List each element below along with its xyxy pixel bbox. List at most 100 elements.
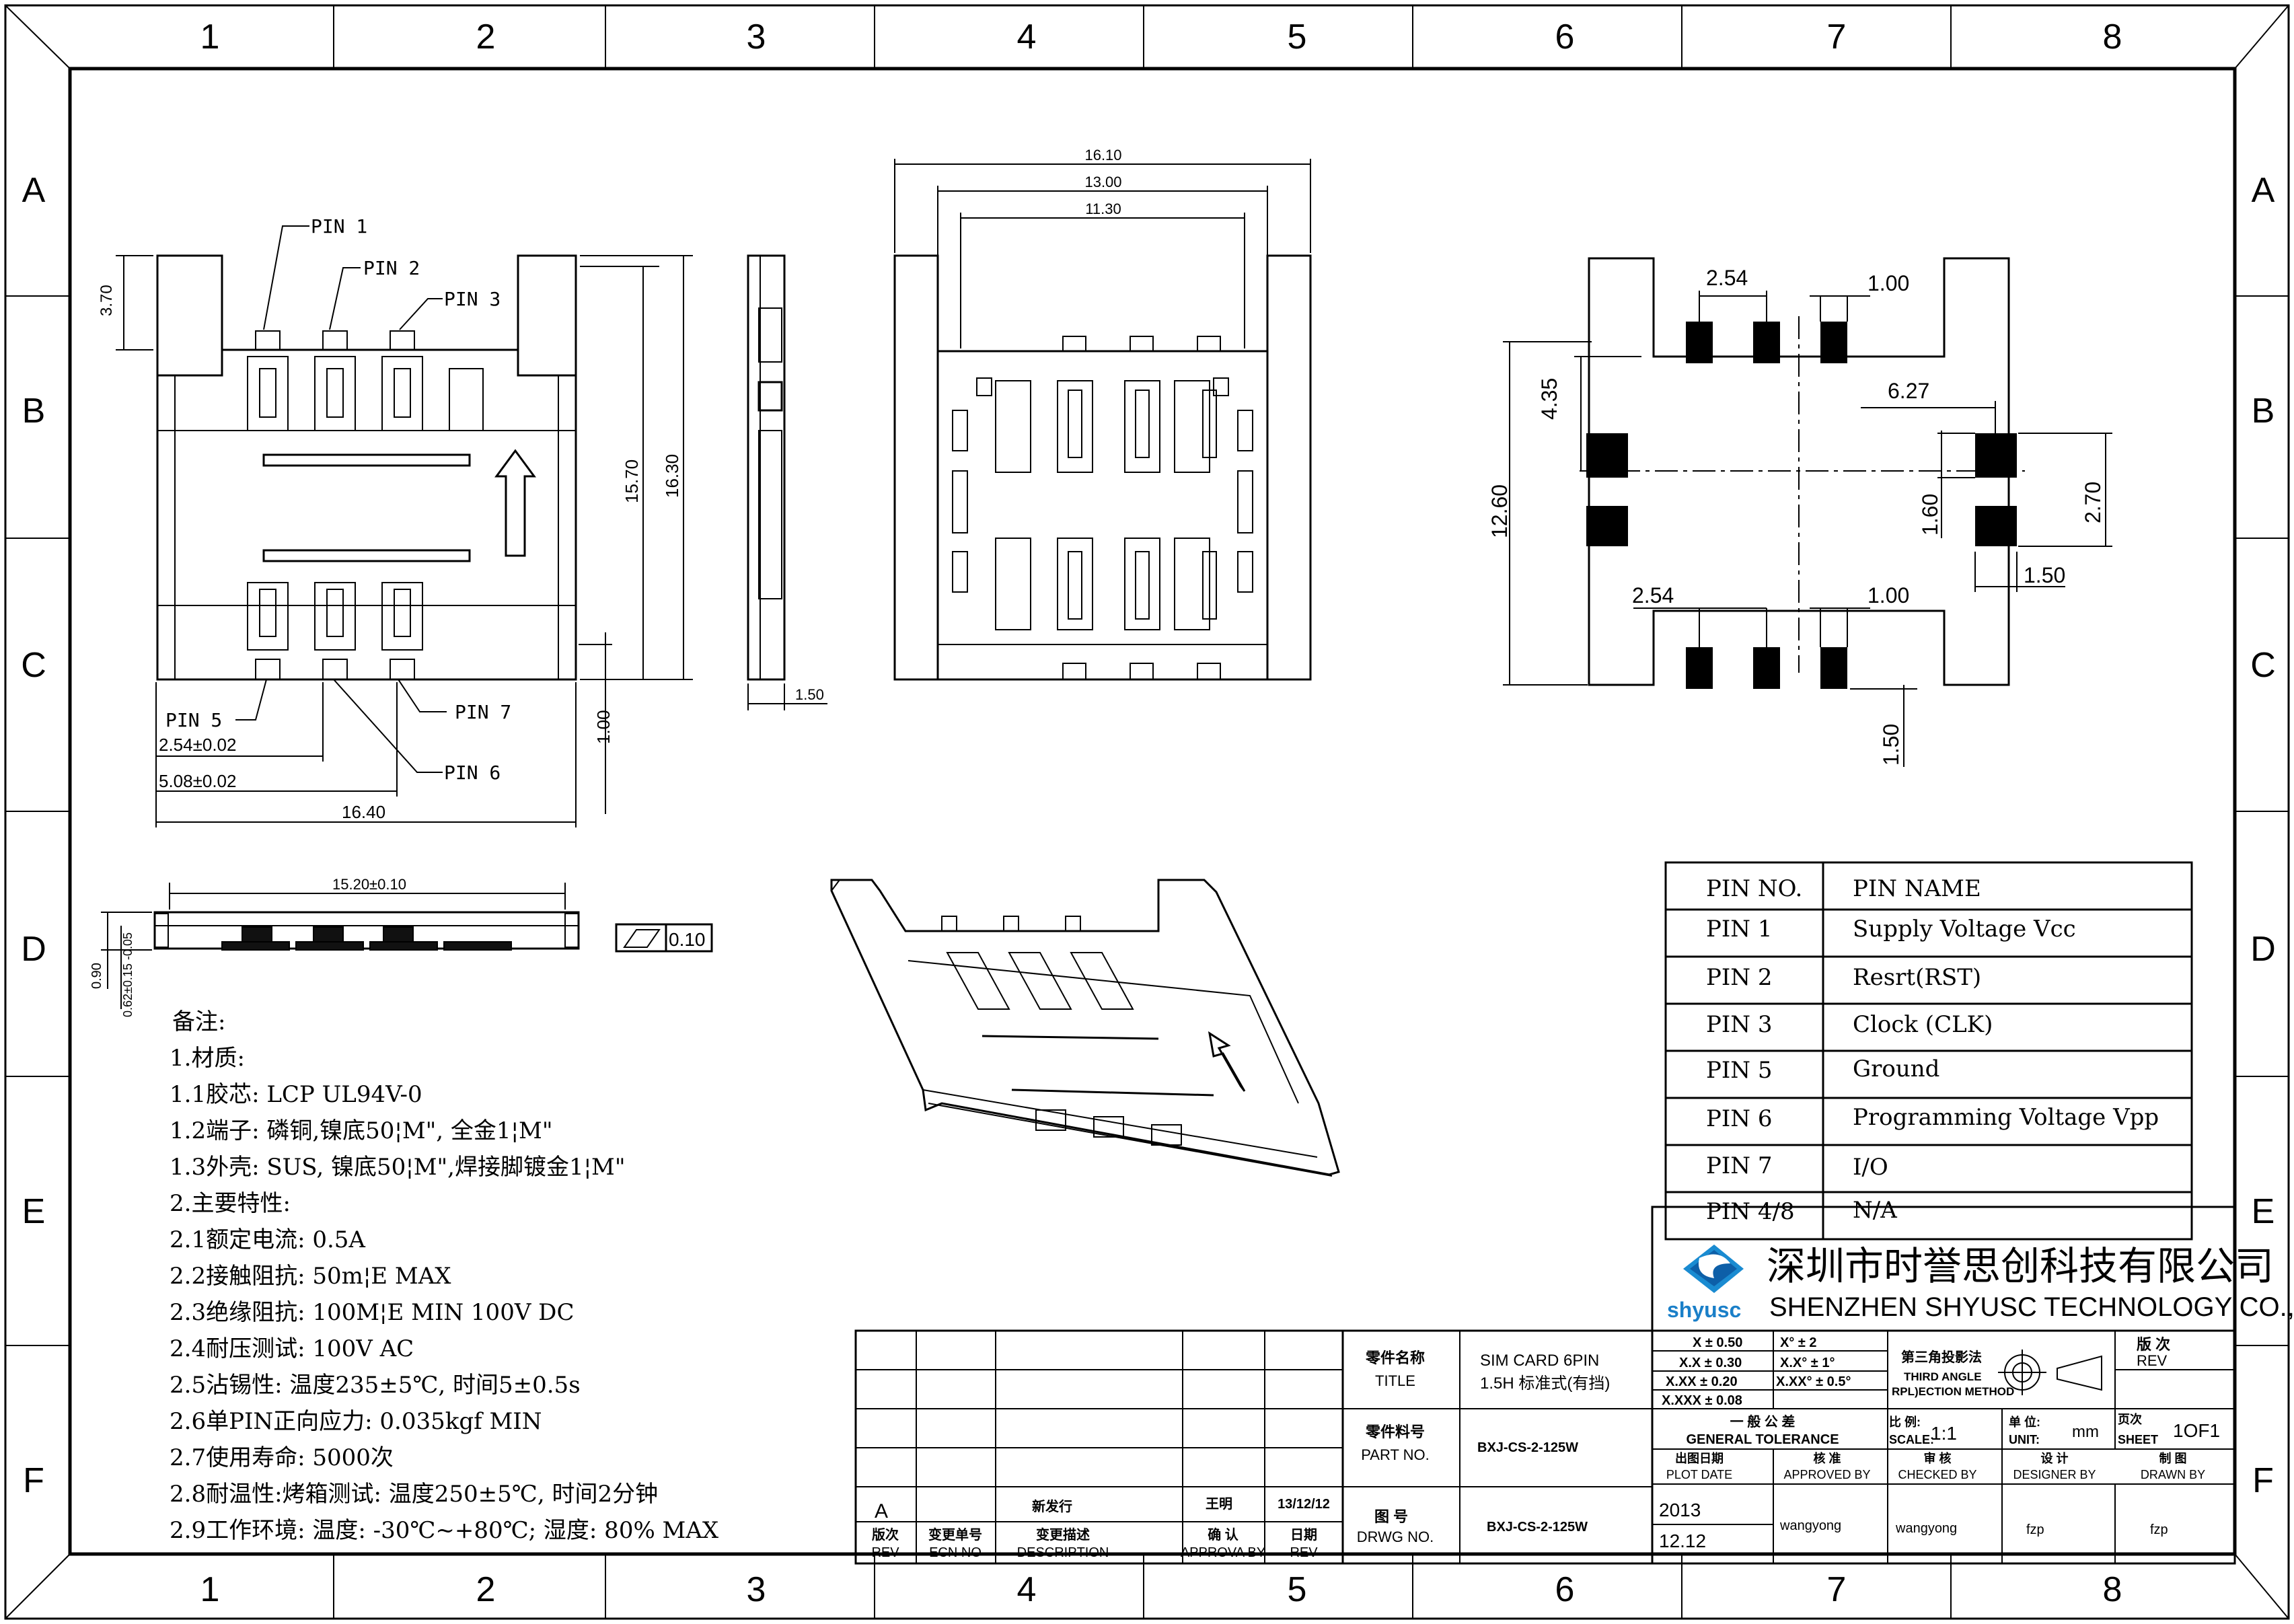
pin-table-cell: Resrt(RST) (1853, 964, 1981, 991)
rev-header-cn: 日期 (1290, 1527, 1317, 1543)
signoff-header-en: APPROVED BY (1783, 1468, 1870, 1481)
dim-label: 0.62±0.15 -0.05 (121, 932, 135, 1017)
pin-label: PIN 3 (444, 288, 501, 310)
row-label-right: F (2252, 1461, 2274, 1500)
signoff-header-cn: 审 核 (1923, 1451, 1951, 1465)
row-label-left: E (22, 1192, 46, 1231)
dim-label: 2.70 (2081, 482, 2105, 523)
col-label-top: 6 (1555, 17, 1575, 57)
tolerance-linear: X.XX ± 0.20 (1666, 1374, 1738, 1389)
projection-cn: 第三角投影法 (1901, 1349, 1982, 1365)
pin-table-header: PIN NAME (1853, 875, 1981, 902)
note-line: 2.7使用寿命: 5000次 (170, 1444, 394, 1471)
company-name-cn: 深圳市时誉思创科技有限公司 (1767, 1245, 2274, 1288)
row-label-right: D (2250, 930, 2276, 969)
unit-label-cn: 单 位: (2009, 1415, 2040, 1429)
tolerance-angle: X.X° ± 1° (1780, 1356, 1835, 1370)
plot-year: 2013 (1659, 1500, 1701, 1520)
dim-label: 15.20±0.10 (332, 876, 406, 893)
pin-label: PIN 2 (363, 257, 420, 279)
signoff-header-en: CHECKED BY (1898, 1468, 1976, 1481)
title-block: A 新发行 王明 13/12/12 版次 REV 变更单号 ECN NO 变更描… (854, 1329, 2236, 1565)
rev-header-cn: 确 认 (1208, 1526, 1239, 1543)
note-line: 2.2接触阻抗: 50m¦E MAX (170, 1263, 451, 1290)
rev-label-cn: 版 次 (2137, 1336, 2170, 1353)
signoff-header-cn: 出图日期 (1675, 1451, 1724, 1465)
pin-table-cell: PIN 1 (1706, 916, 1773, 943)
scale-label-en: SCALE: (1889, 1433, 1934, 1446)
note-line: 1.1胶芯: LCP UL94V-0 (170, 1081, 422, 1108)
company-block: shyusc 深圳市时誉思创科技有限公司 SHENZHEN SHYUSC TEC… (1651, 1206, 2294, 1332)
logo-text: shyusc (1667, 1298, 1741, 1322)
isometric-view (830, 879, 1340, 1177)
row-label-right: C (2250, 646, 2276, 685)
pin-table-cell: I/O (1853, 1154, 1888, 1181)
notes-block: 备注: 1.材质: 1.1胶芯: LCP UL94V-0 1.2端子: 磷铜,镍… (170, 1008, 719, 1544)
col-label-top: 7 (1827, 17, 1847, 57)
signoff-header-cn: 设 计 (2040, 1451, 2068, 1465)
pin-table: PIN NO. PIN NAME PIN 1 Supply Voltage Vc… (1664, 861, 2193, 1241)
col-label-top: 1 (200, 17, 220, 57)
dim-label: 13.00 (1084, 174, 1121, 190)
pin-table-cell: Ground (1853, 1056, 1939, 1082)
pin-label: PIN 1 (311, 215, 367, 237)
flatness-value: 0.10 (669, 929, 706, 950)
rev-header-en: ECN NO (929, 1545, 982, 1560)
sheet-label-cn: 页次 (2118, 1412, 2142, 1426)
designer-value: fzp (2026, 1522, 2044, 1537)
dim-label: 1.50 (1879, 724, 1903, 766)
scale-label-cn: 比 例: (1889, 1415, 1921, 1429)
dim-label: 1.00 (1867, 583, 1909, 607)
col-label-bottom: 6 (1555, 1570, 1575, 1609)
pin-table-cell: Supply Voltage Vcc (1853, 916, 2076, 943)
row-label-left: D (21, 930, 46, 969)
col-label-bottom: 5 (1288, 1570, 1307, 1609)
dim-label: 12.60 (1487, 484, 1512, 538)
dim-label: 2.54±0.02 (159, 735, 236, 755)
dim-label: 11.30 (1085, 200, 1121, 217)
company-logo: shyusc (1667, 1245, 1744, 1322)
sheet-label-en: SHEET (2118, 1433, 2158, 1446)
signoff-header-cn: 制 图 (2159, 1452, 2186, 1465)
tolerance-linear: X.X ± 0.30 (1679, 1356, 1742, 1370)
note-line: 2.8耐温性:烤箱测试: 温度250±5℃, 时间2分钟 (170, 1481, 658, 1508)
col-label-bottom: 1 (200, 1570, 220, 1609)
drwg-value: BXJ-CS-2-125W (1487, 1520, 1588, 1535)
dim-label: 1.00 (593, 710, 614, 744)
note-line: 2.3绝缘阻抗: 100M¦E MIN 100V DC (170, 1299, 574, 1326)
dim-label: 16.10 (1084, 147, 1121, 163)
signoff-header-en: PLOT DATE (1666, 1468, 1732, 1481)
note-line: 2.9工作环境: 温度: -30℃~+80℃; 湿度: 80% MAX (170, 1517, 719, 1544)
dim-label: 2.54 (1632, 583, 1674, 607)
note-line: 2.6单PIN正向应力: 0.035kgf MIN (170, 1408, 542, 1435)
front-view: PIN 1 PIN 2 PIN 3 PIN 5 PIN 6 PIN 7 3.70… (98, 215, 693, 827)
dim-label: 6.27 (1888, 379, 1929, 403)
dim-label: 5.08±0.02 (159, 771, 236, 791)
sheet-border: 1 2 3 4 5 6 7 8 1 2 3 4 5 6 7 8 A B C D … (4, 4, 2290, 1620)
rev-header-cn: 变更描述 (1036, 1526, 1090, 1543)
row-label-left: B (22, 392, 46, 431)
projection-en: THIRD ANGLE (1904, 1370, 1982, 1383)
dim-label: 3.70 (98, 285, 116, 316)
rev-header-cn: 变更单号 (928, 1526, 982, 1543)
sheet-value: 1OF1 (2173, 1420, 2220, 1441)
col-label-top: 3 (747, 17, 766, 57)
part-label-en: PART NO. (1361, 1446, 1429, 1463)
note-line: 2.主要特性: (170, 1190, 291, 1217)
title-label-cn: 零件名称 (1365, 1350, 1425, 1366)
signoff-header-en: DESIGNER BY (2013, 1468, 2096, 1481)
col-label-top: 2 (476, 17, 496, 57)
pin-label: PIN 5 (165, 709, 222, 731)
notes-title: 备注: (172, 1008, 225, 1035)
col-label-top: 5 (1288, 17, 1307, 57)
profile-view: 0.10 15.20±0.10 0.90 0.62±0.15 -0.05 (89, 876, 713, 1017)
dim-label: 16.40 (342, 802, 385, 822)
signoff-header-cn: 核 准 (1813, 1451, 1841, 1465)
note-line: 1.3外壳: SUS, 镍底50¦M",焊接脚镀金1¦M" (170, 1154, 626, 1181)
note-line: 1.2端子: 磷铜,镍底50¦M", 全金1¦M" (170, 1117, 552, 1144)
row-label-right: A (2252, 171, 2275, 210)
dim-label: 1.50 (2024, 563, 2065, 587)
rev-header-en: REV (871, 1545, 899, 1560)
rev-value: A (875, 1500, 888, 1522)
